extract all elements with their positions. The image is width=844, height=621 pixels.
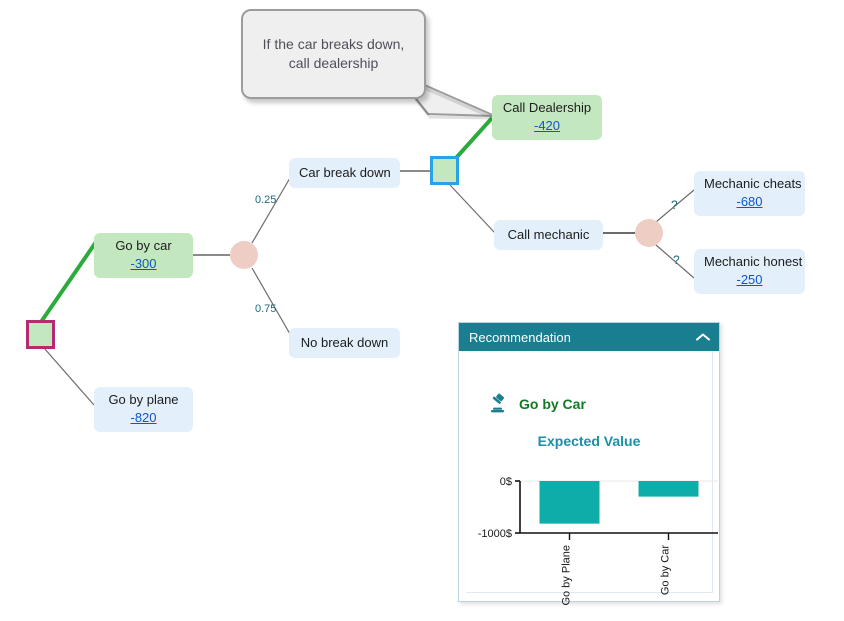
node-no-break-down[interactable]: No break down — [289, 328, 400, 358]
chevron-up-icon[interactable] — [695, 332, 711, 342]
callout-text: If the car breaks down, call dealership — [262, 36, 405, 71]
node-label: Mechanic honest — [704, 254, 803, 269]
edge-label-prob-car-break-down: 0.25 — [255, 194, 277, 206]
recommendation-inner-frame: Go by Car Expected Value 0$ -1000$ Go by P… — [466, 351, 718, 606]
expected-value-bar-chart: 0$ -1000$ Go by Plane Go by Car — [478, 476, 718, 606]
node-car-break-down[interactable]: Car break down — [289, 158, 400, 188]
chance-node-mechanic[interactable] — [635, 219, 663, 247]
node-label: Call mechanic — [507, 227, 590, 242]
recommendation-header[interactable]: Recommendation — [459, 323, 719, 351]
node-label: Mechanic cheats — [704, 176, 802, 191]
root-decision-node[interactable] — [26, 320, 55, 349]
node-label: Go by car — [115, 238, 172, 253]
edge-label-prob-mechanic-cheats: ? — [671, 198, 678, 212]
comment-callout[interactable]: If the car breaks down, call dealership — [241, 9, 426, 99]
gavel-icon — [488, 393, 510, 415]
node-call-dealership[interactable]: Call Dealership -420 — [492, 95, 602, 140]
node-mechanic-cheats[interactable]: Mechanic cheats -680 — [694, 171, 805, 216]
node-go-by-plane[interactable]: Go by plane -820 — [94, 387, 193, 432]
chart-title: Expected Value — [537, 433, 641, 449]
node-value[interactable]: -250 — [736, 271, 763, 287]
node-label: No break down — [300, 335, 389, 350]
recommended-choice-label: Go by Car — [519, 396, 586, 412]
svg-text:Go by Plane: Go by Plane — [561, 545, 573, 606]
node-label: Car break down — [299, 165, 391, 180]
node-value[interactable]: -680 — [736, 193, 763, 209]
edge-label-prob-no-break-down: 0.75 — [255, 303, 277, 315]
recommendation-panel[interactable]: Recommendation — [458, 322, 720, 606]
decision-tree-canvas[interactable]: If the car breaks down, call dealership … — [0, 0, 844, 606]
svg-text:0$: 0$ — [500, 476, 512, 488]
svg-text:-1000$: -1000$ — [478, 528, 512, 540]
node-label: Call Dealership — [502, 100, 592, 115]
recommendation-body: Go by Car Expected Value 0$ -1000$ Go by P… — [459, 351, 719, 606]
decision-node-break-down[interactable] — [430, 156, 459, 185]
node-value[interactable]: -820 — [130, 409, 157, 425]
node-go-by-car[interactable]: Go by car -300 — [94, 233, 193, 278]
node-call-mechanic[interactable]: Call mechanic — [494, 220, 603, 250]
node-value[interactable]: -300 — [130, 255, 157, 271]
edge-label-prob-mechanic-honest: ? — [673, 253, 680, 267]
node-value[interactable]: -420 — [533, 117, 561, 133]
node-label: Go by plane — [108, 392, 179, 407]
node-mechanic-honest[interactable]: Mechanic honest -250 — [694, 249, 805, 294]
recommendation-title: Recommendation — [469, 329, 571, 345]
chance-node-break-down[interactable] — [230, 241, 258, 269]
recommended-choice[interactable]: Go by Car — [488, 393, 586, 415]
svg-text:Go by Car: Go by Car — [660, 545, 672, 595]
